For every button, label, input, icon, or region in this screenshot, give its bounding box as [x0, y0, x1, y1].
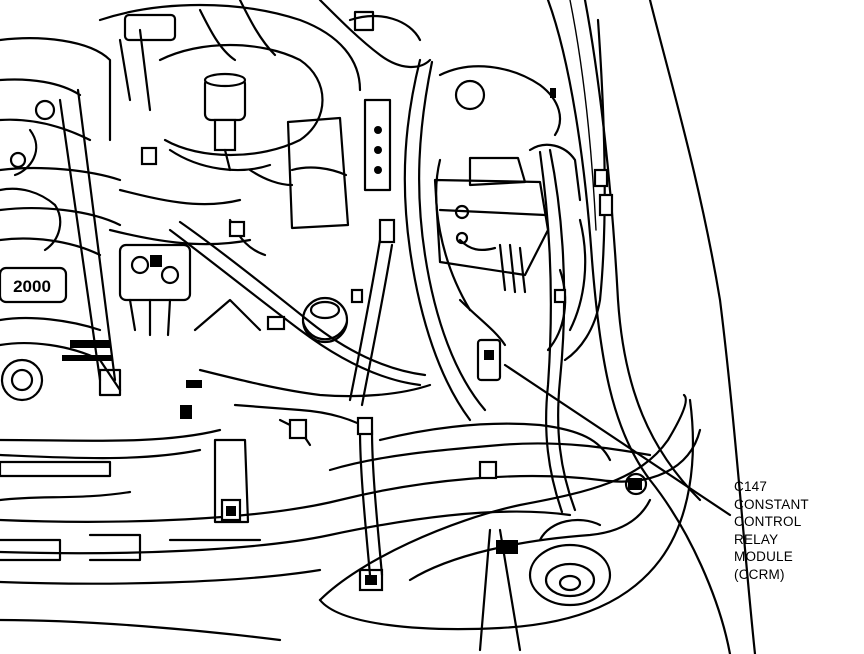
engine-badge-label: 2000	[13, 277, 51, 296]
wiring-harness	[168, 58, 612, 577]
ccrm-callout-label: C147 CONSTANT CONTROL RELAY MODULE (CCRM…	[734, 478, 859, 583]
callout-line-1: CONSTANT	[734, 496, 809, 512]
callout-line-5: (CCRM)	[734, 566, 785, 582]
brake-reservoir	[203, 72, 247, 172]
callout-line-2: CONTROL	[734, 514, 802, 529]
callout-leader	[503, 363, 732, 517]
engine-block	[0, 37, 122, 402]
callout-line-3: RELAY	[734, 531, 779, 547]
bracket-left	[213, 438, 250, 524]
ignition-components	[118, 218, 267, 337]
fuse-box	[433, 143, 582, 312]
fender-outline	[546, 0, 757, 654]
callout-connector-id: C147	[734, 479, 768, 494]
connectors	[140, 88, 648, 496]
center-modules	[248, 0, 562, 230]
callout-line-4: MODULE	[734, 549, 793, 564]
headlamp-housing	[318, 393, 694, 652]
radiator-support	[0, 428, 702, 642]
evap-canister	[301, 288, 364, 344]
